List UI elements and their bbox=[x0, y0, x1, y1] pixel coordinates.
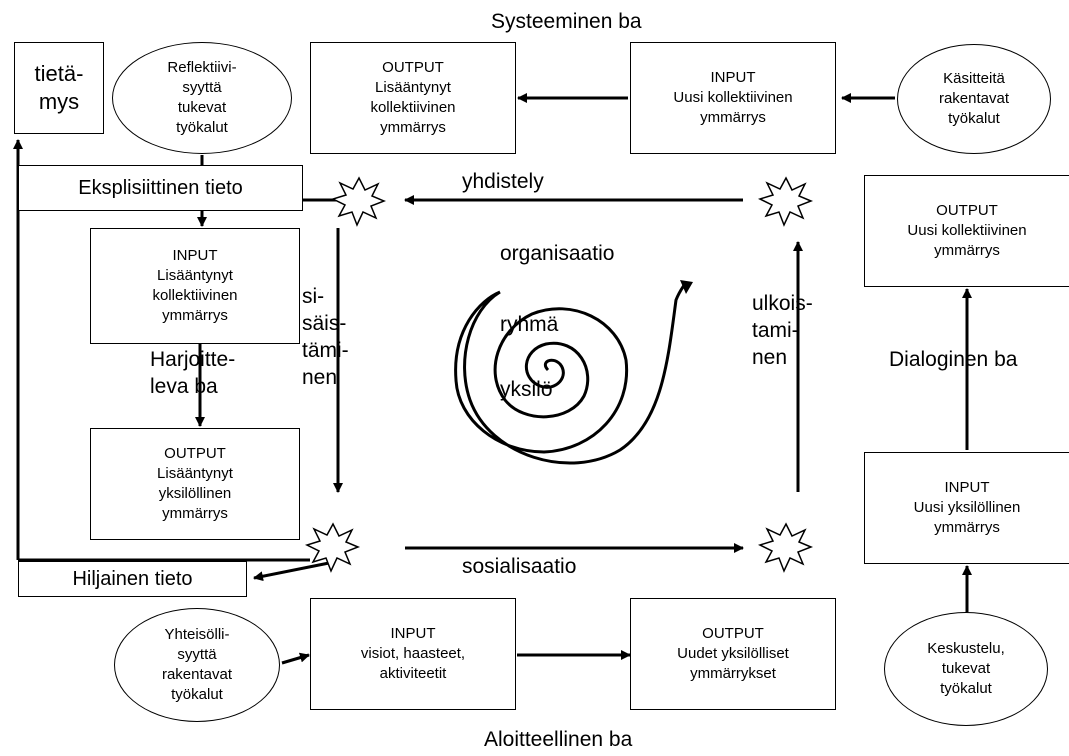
label-ulkoistaminen: ulkois- tami- nen bbox=[752, 290, 813, 371]
top-input-line3: ymmärrys bbox=[700, 109, 766, 126]
ulkoistaminen-line1: ulkois- bbox=[752, 292, 813, 315]
yhteisolli-line2: syyttä bbox=[177, 646, 217, 663]
yhteisolli-line1: Yhteisölli- bbox=[164, 626, 230, 643]
right-output-box: OUTPUT Uusi kollektiivinen ymmärrys bbox=[864, 175, 1069, 287]
left-input-line1: INPUT bbox=[172, 247, 218, 264]
title-dialoginen: Dialoginen ba bbox=[889, 348, 1018, 371]
top-output-line3: kollektiivinen bbox=[370, 99, 456, 116]
left-input-line2: Lisääntynyt bbox=[157, 267, 233, 284]
hiljainen-tieto-box: Hiljainen tieto bbox=[18, 561, 247, 597]
starburst-top-left bbox=[330, 176, 387, 227]
title-harjoitteleva: Harjoitte- leva ba bbox=[150, 346, 235, 400]
bottom-output-box: OUTPUT Uudet yksilölliset ymmärrykset bbox=[630, 598, 836, 710]
kasitteita-line1: Käsitteitä bbox=[943, 70, 1005, 87]
reflektiivi-line1: Reflektiivi- bbox=[167, 59, 237, 76]
title-systeeminen: Systeeminen ba bbox=[491, 10, 642, 33]
label-ryhma: ryhmä bbox=[500, 313, 559, 336]
ellipse-yhteisollisyytta: Yhteisölli- syyttä rakentavat työkalut bbox=[114, 608, 280, 722]
left-output-line2: Lisääntynyt bbox=[157, 465, 233, 482]
reflektiivi-line4: työkalut bbox=[176, 119, 228, 136]
keskustelu-line2: tukevat bbox=[941, 660, 991, 677]
eksplisiittinen-label: Eksplisiittinen tieto bbox=[78, 177, 243, 199]
title-harjoitteleva-line2: leva ba bbox=[150, 375, 218, 398]
sisaistaminen-line1: si- bbox=[302, 285, 325, 308]
ellipse-keskustelu: Keskustelu, tukevat työkalut bbox=[884, 612, 1048, 726]
right-input-line3: ymmärrys bbox=[934, 519, 1000, 536]
starburst-bottom-left bbox=[304, 522, 361, 573]
keskustelu-line1: Keskustelu, bbox=[927, 640, 1005, 657]
ellipse-kasitteita: Käsitteitä rakentavat työkalut bbox=[897, 44, 1051, 154]
ulkoistaminen-line2: tami- bbox=[752, 319, 799, 342]
right-output-line3: ymmärrys bbox=[934, 242, 1000, 259]
arrow-yhteisolli-to-input bbox=[281, 652, 310, 665]
starburst-top-right bbox=[757, 176, 814, 227]
right-output-line1: OUTPUT bbox=[936, 202, 998, 219]
kasitteita-line2: rakentavat bbox=[938, 90, 1010, 107]
yhteisolli-line4: työkalut bbox=[171, 686, 223, 703]
right-input-line1: INPUT bbox=[944, 479, 990, 496]
left-output-line1: OUTPUT bbox=[164, 445, 226, 462]
kasitteita-line3: työkalut bbox=[948, 110, 1000, 127]
left-input-line4: ymmärrys bbox=[162, 307, 228, 324]
label-yhdistely: yhdistely bbox=[462, 170, 544, 193]
right-output-line2: Uusi kollektiivinen bbox=[907, 222, 1027, 239]
label-sosialisaatio: sosialisaatio bbox=[462, 555, 577, 578]
left-output-box: OUTPUT Lisääntynyt yksilöllinen ymmärrys bbox=[90, 428, 300, 540]
tietamys-line2: mys bbox=[38, 89, 80, 114]
sisaistaminen-line4: nen bbox=[302, 366, 338, 389]
label-organisaatio: organisaatio bbox=[500, 242, 615, 265]
arrow-star-to-hiljainen bbox=[253, 560, 335, 582]
left-output-line4: ymmärrys bbox=[162, 505, 228, 522]
reflektiivi-line3: tukevat bbox=[177, 99, 227, 116]
top-output-box: OUTPUT Lisääntynyt kollektiivinen ymmärr… bbox=[310, 42, 516, 154]
right-input-line2: Uusi yksilöllinen bbox=[913, 499, 1021, 516]
ellipse-reflektiivisyytta: Reflektiivi- syyttä tukevat työkalut bbox=[112, 42, 292, 154]
reflektiivi-line2: syyttä bbox=[182, 79, 222, 96]
sisaistaminen-line2: säis- bbox=[302, 312, 347, 335]
bottom-input-line3: aktiviteetit bbox=[379, 665, 447, 682]
left-input-box: INPUT Lisääntynyt kollektiivinen ymmärry… bbox=[90, 228, 300, 344]
title-harjoitteleva-line1: Harjoitte- bbox=[150, 348, 236, 371]
right-input-box: INPUT Uusi yksilöllinen ymmärrys bbox=[864, 452, 1069, 564]
label-yksilo: yksilö bbox=[500, 378, 553, 401]
top-output-line2: Lisääntynyt bbox=[375, 79, 451, 96]
eksplisiittinen-tieto-box: Eksplisiittinen tieto bbox=[18, 165, 303, 211]
left-input-line3: kollektiivinen bbox=[152, 287, 238, 304]
spiral bbox=[454, 281, 688, 465]
top-input-box: INPUT Uusi kollektiivinen ymmärrys bbox=[630, 42, 836, 154]
left-output-line3: yksilöllinen bbox=[158, 485, 232, 502]
tietamys-line1: tietä- bbox=[34, 61, 84, 86]
bottom-input-line2: visiot, haasteet, bbox=[360, 645, 466, 662]
bottom-input-box: INPUT visiot, haasteet, aktiviteetit bbox=[310, 598, 516, 710]
bottom-output-line1: OUTPUT bbox=[702, 625, 764, 642]
tietamys-box: tietä- mys bbox=[14, 42, 104, 134]
top-input-line1: INPUT bbox=[710, 69, 756, 86]
sisaistaminen-line3: tämi- bbox=[302, 339, 349, 362]
yhteisolli-line3: rakentavat bbox=[161, 666, 233, 683]
title-aloitteellinen: Aloitteellinen ba bbox=[484, 728, 633, 751]
ulkoistaminen-line3: nen bbox=[752, 346, 788, 369]
keskustelu-line3: työkalut bbox=[940, 680, 992, 697]
starburst-bottom-right bbox=[757, 522, 814, 573]
bottom-output-line2: Uudet yksilölliset bbox=[677, 645, 789, 662]
top-output-line4: ymmärrys bbox=[380, 119, 446, 136]
bottom-input-line1: INPUT bbox=[390, 625, 436, 642]
spiral-arrowhead bbox=[680, 280, 693, 294]
label-sisaistaminen: si- säis- tämi- nen bbox=[302, 283, 349, 391]
hiljainen-label: Hiljainen tieto bbox=[72, 568, 193, 590]
top-output-line1: OUTPUT bbox=[382, 59, 444, 76]
bottom-output-line3: ymmärrykset bbox=[690, 665, 776, 682]
top-input-line2: Uusi kollektiivinen bbox=[673, 89, 793, 106]
